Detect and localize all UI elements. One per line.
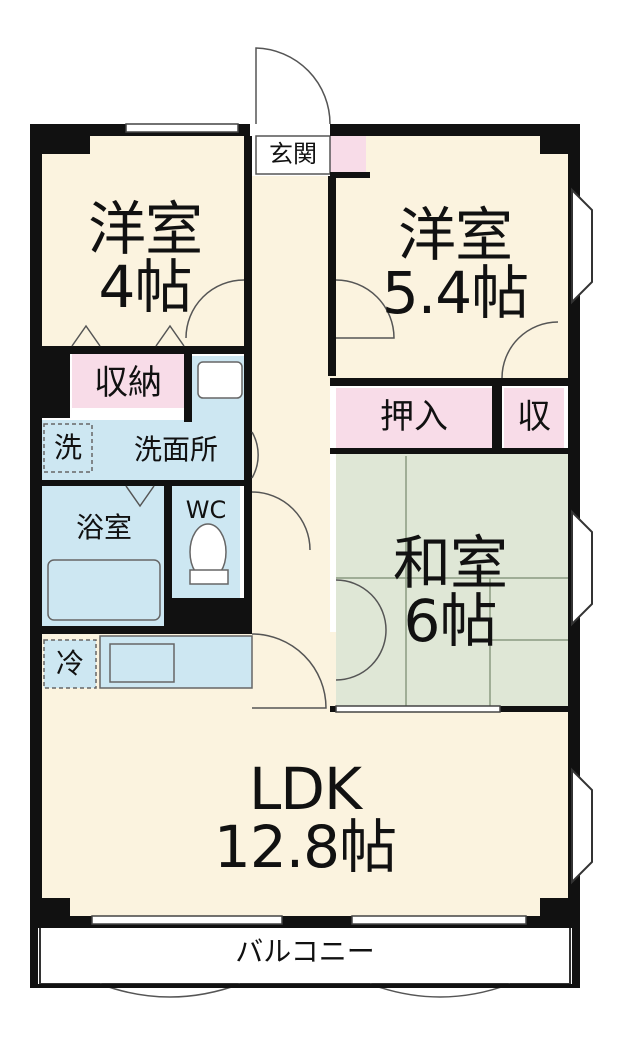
- western-room-2-size: 5.4帖: [381, 259, 529, 327]
- washroom-label: 洗面所: [133, 433, 218, 466]
- closet-1-fill: [72, 354, 184, 408]
- japanese-room-size: 6帖: [403, 587, 498, 655]
- western-room-2-label: 洋室 5.4帖: [350, 206, 560, 322]
- western-room-1-name: 洋室: [87, 195, 203, 263]
- western-room-1-size: 4帖: [98, 253, 193, 321]
- closet-1-label: 収納: [94, 363, 162, 403]
- western-room-1-label: 洋室 4帖: [60, 200, 230, 316]
- fridge-label: 冷: [55, 647, 84, 680]
- balcony-floor: [39, 925, 571, 985]
- entrance-label: 玄関: [269, 140, 317, 168]
- balcony-curve-left: [99, 983, 241, 998]
- corridor-floor: [248, 176, 330, 632]
- bay-windows: [571, 187, 593, 885]
- walls: [30, 124, 580, 988]
- japanese-room-name: 和室: [392, 529, 508, 597]
- bathtub: [47, 559, 161, 621]
- tatami-lines: [336, 456, 568, 706]
- closet-2-label: 押入: [380, 397, 448, 437]
- washer-space: [43, 423, 93, 473]
- closet-2-fill: [336, 388, 492, 448]
- entrance-floor: [255, 135, 331, 175]
- ldk-upper-floor: [40, 690, 330, 710]
- toilet-label: WC: [185, 496, 227, 524]
- ldk-name: LDK: [248, 755, 362, 823]
- ldk-size: 12.8帖: [213, 813, 397, 881]
- closet-3-label: 収: [517, 397, 551, 437]
- entrance-corner-fill: [330, 136, 366, 172]
- windows: [91, 123, 527, 925]
- japanese-room-label: 和室 6帖: [360, 534, 540, 650]
- washbasin: [197, 361, 243, 399]
- door-swings: [185, 47, 559, 709]
- toilet-tank: [189, 569, 229, 585]
- balcony-curve-right: [369, 983, 511, 998]
- folding-doors: [71, 324, 185, 508]
- sink: [109, 643, 175, 683]
- japanese-room-floor: [336, 452, 568, 710]
- bathroom-label: 浴室: [75, 511, 132, 544]
- western-room-1-floor: [40, 136, 248, 348]
- ldk-label: LDK 12.8帖: [180, 760, 430, 876]
- western-room-2-name: 洋室: [397, 201, 513, 269]
- balcony-label: バルコニー: [235, 935, 375, 968]
- washer-label: 洗: [53, 431, 82, 464]
- closet-3-fill: [504, 388, 564, 448]
- fridge-space: [43, 639, 97, 689]
